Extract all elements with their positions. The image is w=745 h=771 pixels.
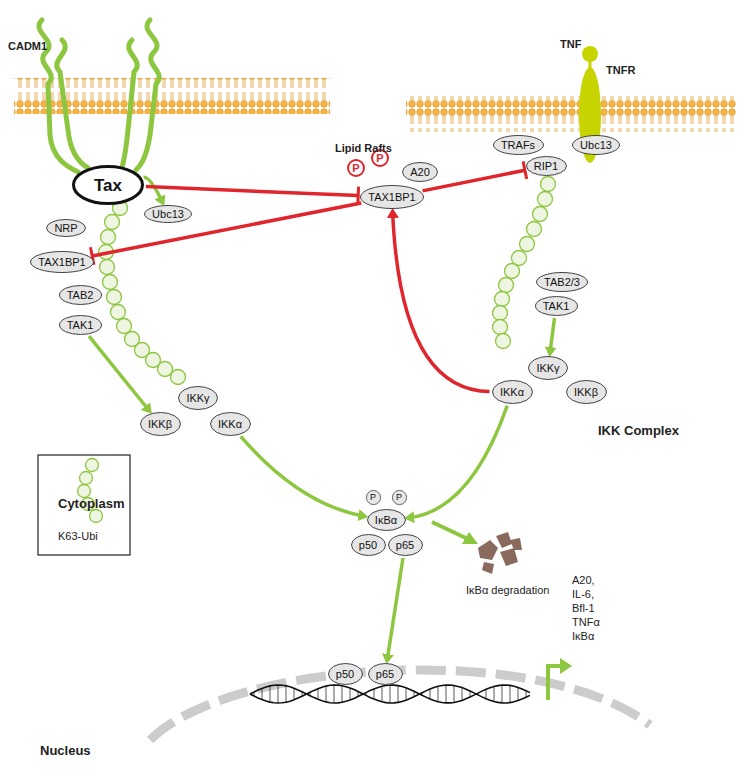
node-text: p50 [359, 540, 377, 551]
protein-oval: NRP [46, 219, 86, 237]
diagram-label: Lipid Rafts [335, 142, 392, 154]
diagram-label: Cytoplasm [58, 497, 124, 511]
protein-oval: TAX1BP1 [30, 251, 94, 273]
node-text: IKKβ [148, 419, 172, 430]
protein-oval: TRAFs [493, 135, 544, 155]
phospho-mark: P [347, 159, 365, 177]
node-text: NRP [54, 223, 77, 234]
dna-helix [250, 685, 530, 703]
node-text: IKKα [500, 387, 524, 398]
phospho-mark: P [366, 490, 381, 505]
protein-oval: A20 [402, 162, 438, 182]
node-text: Ubc13 [580, 140, 612, 151]
protein-oval: IKKα [210, 412, 251, 436]
protein-oval: IKKα [492, 380, 533, 404]
node-text: P [396, 493, 402, 502]
node-text: IKKγ [536, 363, 559, 374]
protein-oval: p65 [368, 663, 403, 685]
node-text: IκBα [375, 515, 397, 526]
activation-arrow [550, 318, 555, 354]
ubiquitin-chains [99, 177, 556, 385]
protein-oval: TAB2/3 [536, 272, 588, 292]
node-text: TAX1BP1 [38, 257, 86, 268]
activation-arrow [407, 406, 507, 518]
degradation-fragments [478, 532, 522, 574]
node-text: TAK1 [543, 301, 570, 312]
node-text: TAB2 [67, 290, 94, 301]
node-text: TAB2/3 [544, 277, 580, 288]
protein-oval: Ubc13 [144, 205, 192, 223]
tax-protein: Tax [72, 165, 144, 205]
diagram-label: Nucleus [40, 744, 91, 758]
protein-oval: p65 [388, 534, 423, 556]
nuclear-envelope [150, 670, 650, 740]
protein-oval: TAX1BP1 [360, 185, 424, 209]
activation-arrow [241, 436, 366, 516]
legend-box [38, 455, 130, 555]
protein-oval: IκBα [367, 509, 406, 531]
node-text: P [352, 163, 359, 174]
node-text: TRAFs [501, 140, 535, 151]
protein-oval: IKKγ [178, 386, 218, 410]
phospho-mark: P [392, 490, 407, 505]
node-text: RIP1 [534, 161, 558, 172]
node-text: p50 [336, 669, 354, 680]
activation-arrow [393, 211, 490, 392]
diagram-label: CADM1 [8, 40, 47, 52]
node-text: Ubc13 [152, 209, 184, 220]
degradation-arrowhead [462, 532, 478, 544]
legend-text: K63-Ubi [58, 530, 98, 542]
node-text: p65 [396, 540, 414, 551]
cadm1-molecule [39, 20, 159, 172]
protein-oval: IKKβ [140, 412, 181, 436]
node-text: A20 [410, 167, 430, 178]
node-text: P [370, 493, 376, 502]
node-text: TAK1 [67, 320, 94, 331]
diagram-label: IκBα [572, 630, 594, 642]
inhibition-line [92, 203, 361, 256]
transcription-arrowhead [560, 658, 572, 674]
degradation-arrow [432, 522, 470, 540]
legend-chain [78, 459, 103, 523]
node-text: IKKγ [186, 393, 209, 404]
protein-oval: p50 [328, 663, 363, 685]
diagram-label: IL-6, [572, 588, 594, 600]
protein-oval: TAK1 [535, 296, 578, 316]
activation-arrow [89, 336, 150, 411]
diagram-label: TNF [560, 38, 581, 50]
node-text: IKKβ [574, 387, 598, 398]
diagram-label: Bfl-1 [572, 602, 595, 614]
protein-oval: IKKβ [566, 380, 607, 404]
inhibition-line [146, 187, 358, 196]
diagram-label: TNFR [606, 64, 635, 76]
protein-oval: TAK1 [59, 315, 102, 335]
tnf-ligand [582, 46, 598, 62]
protein-oval: p50 [351, 534, 386, 556]
diagram-label: A20, [572, 574, 595, 586]
protein-oval: IKKγ [528, 356, 568, 380]
node-text: TAX1BP1 [368, 192, 416, 203]
diagram-label: IKK Complex [598, 424, 679, 438]
activation-arrow [144, 177, 163, 203]
protein-oval: RIP1 [526, 156, 567, 176]
node-text: IKKα [218, 419, 242, 430]
activation-arrow [387, 558, 403, 661]
protein-oval: Ubc13 [572, 135, 620, 155]
node-text: p65 [376, 669, 394, 680]
diagram-label: TNFα [572, 616, 600, 628]
node-text: Tax [94, 177, 122, 194]
right-membrane [406, 96, 736, 132]
node-text: P [376, 153, 383, 164]
diagram-label: IκBα degradation [466, 584, 549, 596]
protein-oval: TAB2 [59, 285, 102, 305]
